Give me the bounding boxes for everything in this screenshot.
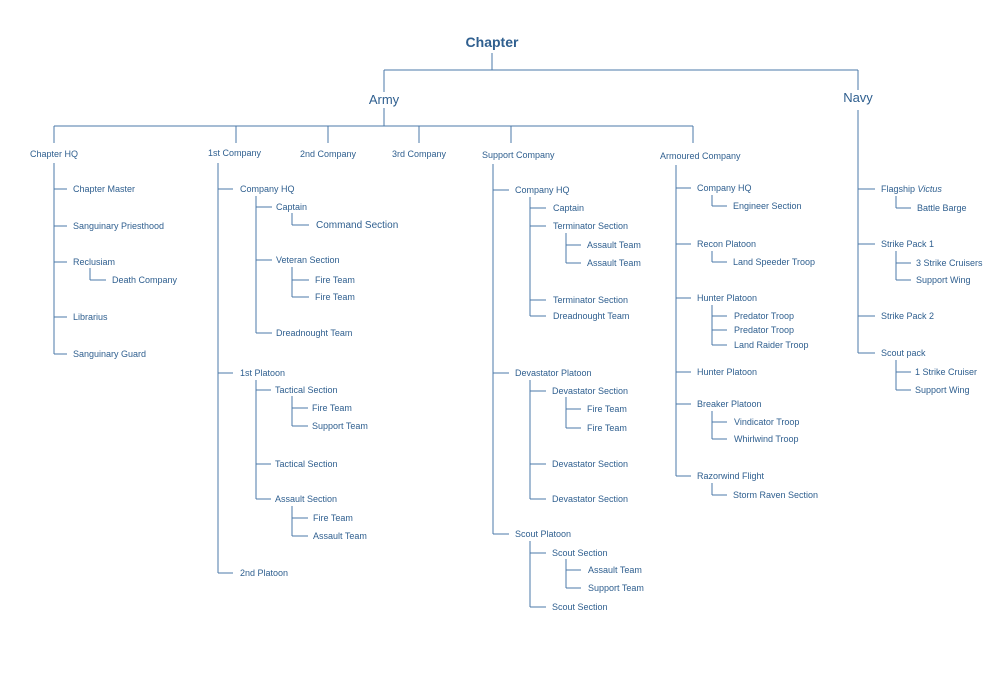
- node-fire-team: Fire Team: [312, 403, 352, 413]
- node-1-strike-cruiser: 1 Strike Cruiser: [915, 367, 977, 377]
- node-1st-platoon: 1st Platoon: [240, 368, 285, 378]
- node-devastator-section: Devastator Section: [552, 459, 628, 469]
- node-fire-team: Fire Team: [587, 404, 627, 414]
- node-company-hq: Company HQ: [240, 184, 295, 194]
- node-land-raider-troop: Land Raider Troop: [734, 340, 809, 350]
- node-predator-troop: Predator Troop: [734, 325, 794, 335]
- node-fire-team: Fire Team: [315, 292, 355, 302]
- node-fire-team: Fire Team: [315, 275, 355, 285]
- node-support-wing: Support Wing: [916, 275, 971, 285]
- node-scout-pack: Scout pack: [881, 348, 926, 358]
- node-flagship: Flagship Victus: [881, 184, 942, 194]
- node-scout-section: Scout Section: [552, 602, 608, 612]
- node-fire-team: Fire Team: [587, 423, 627, 433]
- node-1st-company: 1st Company: [208, 148, 262, 158]
- node-command-section: Command Section: [316, 220, 398, 231]
- node-sanguinary-guard: Sanguinary Guard: [73, 349, 146, 359]
- node-storm-raven-section: Storm Raven Section: [733, 490, 818, 500]
- node-assault-section: Assault Section: [275, 494, 337, 504]
- node-dreadnought-team: Dreadnought Team: [553, 311, 629, 321]
- node-support-team: Support Team: [312, 421, 368, 431]
- node-scout-section: Scout Section: [552, 548, 608, 558]
- node-hunter-platoon: Hunter Platoon: [697, 367, 757, 377]
- node-2nd-company: 2nd Company: [300, 149, 357, 159]
- node-assault-team: Assault Team: [587, 258, 641, 268]
- connector-lines: [53, 53, 911, 608]
- node-land-speeder-troop: Land Speeder Troop: [733, 257, 815, 267]
- node-whirlwind-troop: Whirlwind Troop: [734, 434, 799, 444]
- node-death-company: Death Company: [112, 275, 178, 285]
- node-predator-troop: Predator Troop: [734, 311, 794, 321]
- node-3rd-company: 3rd Company: [392, 149, 447, 159]
- node-navy: Navy: [843, 90, 873, 105]
- node-engineer-section: Engineer Section: [733, 201, 802, 211]
- node-support-team: Support Team: [588, 583, 644, 593]
- node-chapter: Chapter: [466, 34, 519, 50]
- node-hunter-platoon: Hunter Platoon: [697, 293, 757, 303]
- node-chapter-hq: Chapter HQ: [30, 149, 78, 159]
- node-2nd-platoon: 2nd Platoon: [240, 568, 288, 578]
- node-veteran-section: Veteran Section: [276, 255, 340, 265]
- node-razorwind-flight: Razorwind Flight: [697, 471, 765, 481]
- node-3-strike-cruisers: 3 Strike Cruisers: [916, 258, 983, 268]
- node-support-company: Support Company: [482, 150, 555, 160]
- node-tactical-section: Tactical Section: [275, 385, 338, 395]
- node-vindicator-troop: Vindicator Troop: [734, 417, 799, 427]
- node-terminator-section: Terminator Section: [553, 295, 628, 305]
- node-strike-pack-2: Strike Pack 2: [881, 311, 934, 321]
- node-battle-barge: Battle Barge: [917, 203, 967, 213]
- node-devastator-section: Devastator Section: [552, 494, 628, 504]
- node-scout-platoon: Scout Platoon: [515, 529, 571, 539]
- node-chapter-master: Chapter Master: [73, 184, 135, 194]
- node-company-hq: Company HQ: [515, 185, 570, 195]
- node-strike-pack-1: Strike Pack 1: [881, 239, 934, 249]
- node-support-wing: Support Wing: [915, 385, 970, 395]
- node-recon-platoon: Recon Platoon: [697, 239, 756, 249]
- node-assault-team: Assault Team: [313, 531, 367, 541]
- node-librarius: Librarius: [73, 312, 108, 322]
- node-armoured-company: Armoured Company: [660, 151, 741, 161]
- node-devastator-section: Devastator Section: [552, 386, 628, 396]
- node-army: Army: [369, 92, 400, 107]
- node-terminator-section: Terminator Section: [553, 221, 628, 231]
- node-company-hq: Company HQ: [697, 183, 752, 193]
- node-reclusiam: Reclusiam: [73, 257, 115, 267]
- node-assault-team: Assault Team: [588, 565, 642, 575]
- node-fire-team: Fire Team: [313, 513, 353, 523]
- node-assault-team: Assault Team: [587, 240, 641, 250]
- node-captain: Captain: [276, 202, 307, 212]
- node-sanguinary-priesthood: Sanguinary Priesthood: [73, 221, 164, 231]
- node-devastator-platoon: Devastator Platoon: [515, 368, 592, 378]
- node-dreadnought-team: Dreadnought Team: [276, 328, 352, 338]
- node-captain: Captain: [553, 203, 584, 213]
- node-tactical-section: Tactical Section: [275, 459, 338, 469]
- node-breaker-platoon: Breaker Platoon: [697, 399, 762, 409]
